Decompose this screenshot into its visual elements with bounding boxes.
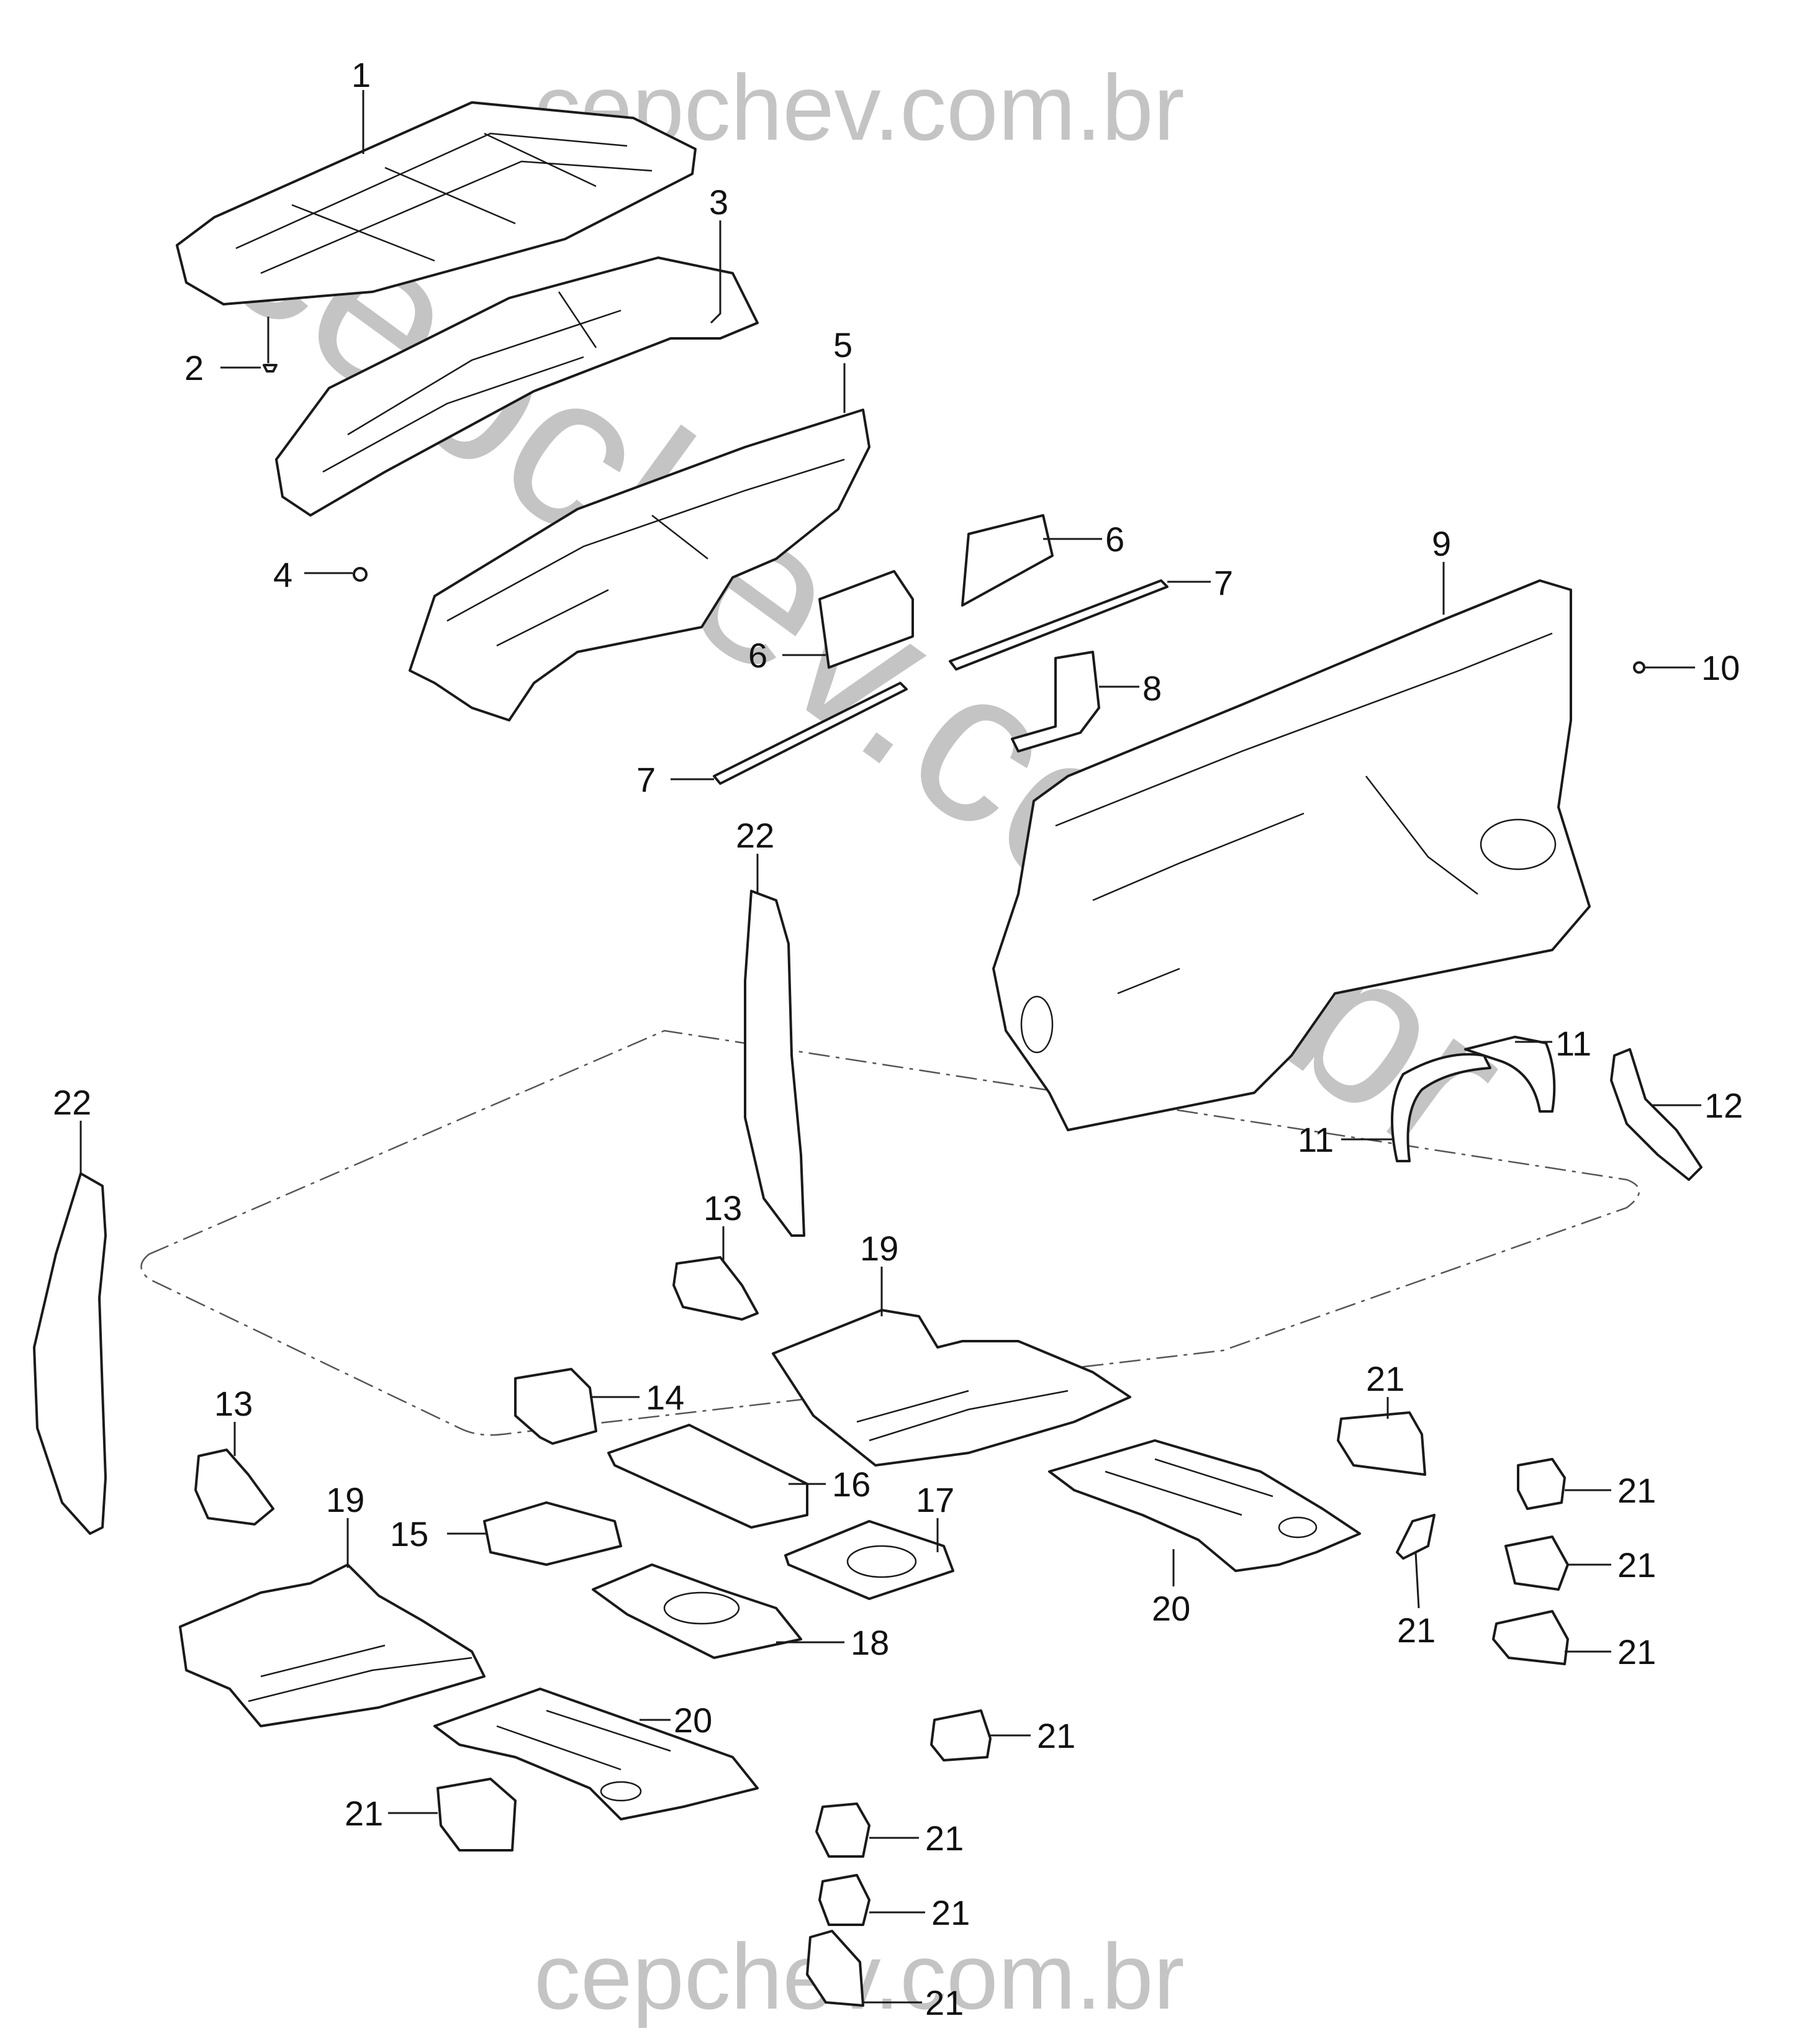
spacer-block-21e bbox=[1492, 1610, 1569, 1665]
callout-22b: 22 bbox=[53, 1083, 91, 1122]
callout-3: 3 bbox=[709, 183, 728, 222]
callout-9: 9 bbox=[1432, 524, 1451, 563]
callout-21d: 21 bbox=[1397, 1611, 1436, 1650]
callout-21a: 21 bbox=[1366, 1359, 1404, 1398]
spacer-block-21j bbox=[806, 1930, 864, 2007]
pad-15 bbox=[483, 1501, 622, 1566]
pad-18-cutout bbox=[663, 1591, 740, 1625]
callout-7b: 7 bbox=[636, 760, 656, 799]
spacer-block-21i bbox=[818, 1874, 871, 1926]
arch-liner-11b bbox=[1464, 1036, 1556, 1113]
callout-20b: 20 bbox=[674, 1701, 712, 1740]
insulator-12 bbox=[1610, 1048, 1703, 1181]
insulator-pad-6b bbox=[961, 514, 1054, 607]
spacer-block-21d bbox=[1396, 1514, 1436, 1560]
callout-21b: 21 bbox=[1617, 1471, 1656, 1510]
callout-10: 10 bbox=[1701, 648, 1740, 687]
dash-insulator-part bbox=[409, 409, 871, 721]
pillar-insulator-22b bbox=[33, 1172, 107, 1535]
callout-13b: 13 bbox=[214, 1384, 253, 1423]
pad-14 bbox=[514, 1368, 597, 1445]
callout-17: 17 bbox=[916, 1480, 954, 1519]
callout-11b: 11 bbox=[1298, 1120, 1334, 1159]
clip-10 bbox=[1633, 661, 1645, 674]
callout-13a: 13 bbox=[703, 1188, 742, 1228]
callout-22a: 22 bbox=[736, 816, 774, 855]
callout-19b: 19 bbox=[326, 1480, 364, 1519]
callout-21c: 21 bbox=[1617, 1545, 1656, 1585]
clip-2 bbox=[263, 364, 278, 373]
callout-21g: 21 bbox=[345, 1794, 383, 1833]
seal-strip-7a bbox=[713, 682, 908, 785]
nut-4 bbox=[353, 567, 368, 582]
arch-liner-11a bbox=[1391, 1053, 1491, 1162]
callout-4: 4 bbox=[273, 555, 292, 594]
spacer-block-21c bbox=[1504, 1535, 1569, 1591]
floor-mat-rear-20b bbox=[433, 1688, 759, 1820]
pad-16 bbox=[607, 1424, 808, 1529]
callout-21h: 21 bbox=[925, 1819, 964, 1858]
callout-2: 2 bbox=[184, 348, 204, 387]
pad-17 bbox=[784, 1520, 954, 1600]
floor-mat-rear-20a bbox=[1048, 1439, 1361, 1572]
callout-6b: 6 bbox=[748, 636, 767, 675]
callout-21i: 21 bbox=[931, 1893, 970, 1932]
firewall-insulator-part bbox=[992, 579, 1591, 1131]
callout-18: 18 bbox=[851, 1623, 889, 1662]
pad-17-cutout bbox=[846, 1545, 917, 1578]
spacer-block-21b bbox=[1517, 1458, 1566, 1510]
callout-12: 12 bbox=[1704, 1086, 1743, 1125]
bracket-8 bbox=[1011, 651, 1100, 753]
callout-16: 16 bbox=[832, 1465, 871, 1504]
spacer-block-21h bbox=[815, 1802, 871, 1858]
floor-mat-front-19b bbox=[179, 1563, 486, 1727]
pillar-insulator-22a bbox=[744, 890, 805, 1237]
spacer-block-21f bbox=[930, 1709, 992, 1761]
callout-20a: 20 bbox=[1152, 1589, 1190, 1628]
callout-19a: 19 bbox=[860, 1229, 898, 1268]
callout-21j: 21 bbox=[925, 1983, 964, 2022]
callout-15: 15 bbox=[390, 1514, 428, 1553]
pad-18 bbox=[592, 1563, 802, 1659]
spacer-block-21g bbox=[436, 1778, 517, 1852]
spacer-block-21a bbox=[1337, 1411, 1426, 1476]
block-13b bbox=[194, 1449, 274, 1526]
floor-mat-front-19a bbox=[772, 1309, 1131, 1467]
callout-7a: 7 bbox=[1214, 563, 1233, 602]
block-13a bbox=[672, 1256, 759, 1321]
callout-8: 8 bbox=[1142, 669, 1162, 708]
leader-lines bbox=[79, 90, 1701, 2004]
callout-21f: 21 bbox=[1037, 1716, 1075, 1755]
roof-insulator-part bbox=[176, 101, 697, 305]
callout-21e: 21 bbox=[1617, 1632, 1656, 1671]
callout-6a: 6 bbox=[1105, 520, 1124, 559]
callout-5: 5 bbox=[833, 325, 852, 364]
insulator-pad-6a bbox=[818, 570, 914, 669]
cowl-insulator-upper-part bbox=[275, 256, 759, 517]
callout-14: 14 bbox=[646, 1378, 684, 1417]
callout-11a: 11 bbox=[1555, 1024, 1591, 1063]
seal-strip-7b bbox=[949, 579, 1169, 671]
callout-1: 1 bbox=[351, 55, 371, 94]
